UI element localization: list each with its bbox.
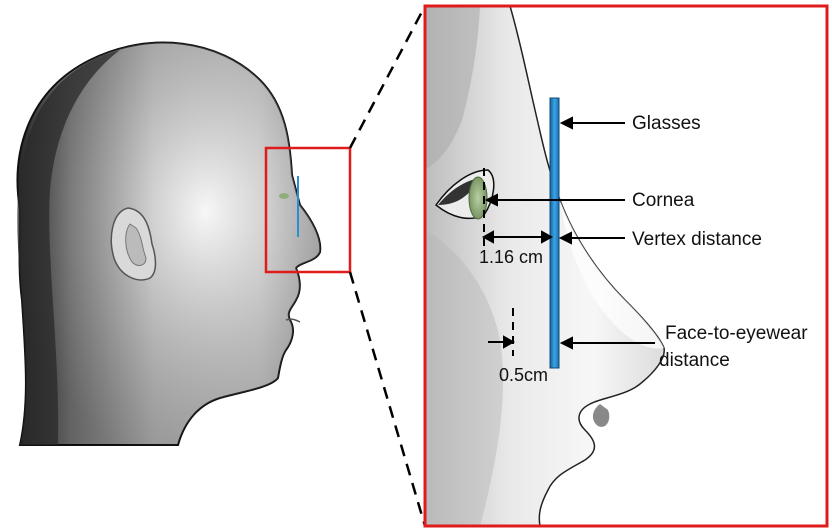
glasses-lens xyxy=(550,98,559,368)
vertex-distance-label: Vertex distance xyxy=(632,230,762,249)
glasses-label: Glasses xyxy=(632,114,701,133)
face-to-eyewear-label-line1: Face-to-eyewear xyxy=(665,324,808,343)
connector-top xyxy=(350,6,425,148)
vertex-measure-label: 1.16 cm xyxy=(479,248,543,266)
cornea-label: Cornea xyxy=(632,191,694,210)
face-to-eyewear-label-line2: distance xyxy=(659,351,730,370)
face-measure-label: 0.5cm xyxy=(499,366,548,384)
connector-bottom xyxy=(350,272,425,526)
head-illustration xyxy=(17,43,320,445)
